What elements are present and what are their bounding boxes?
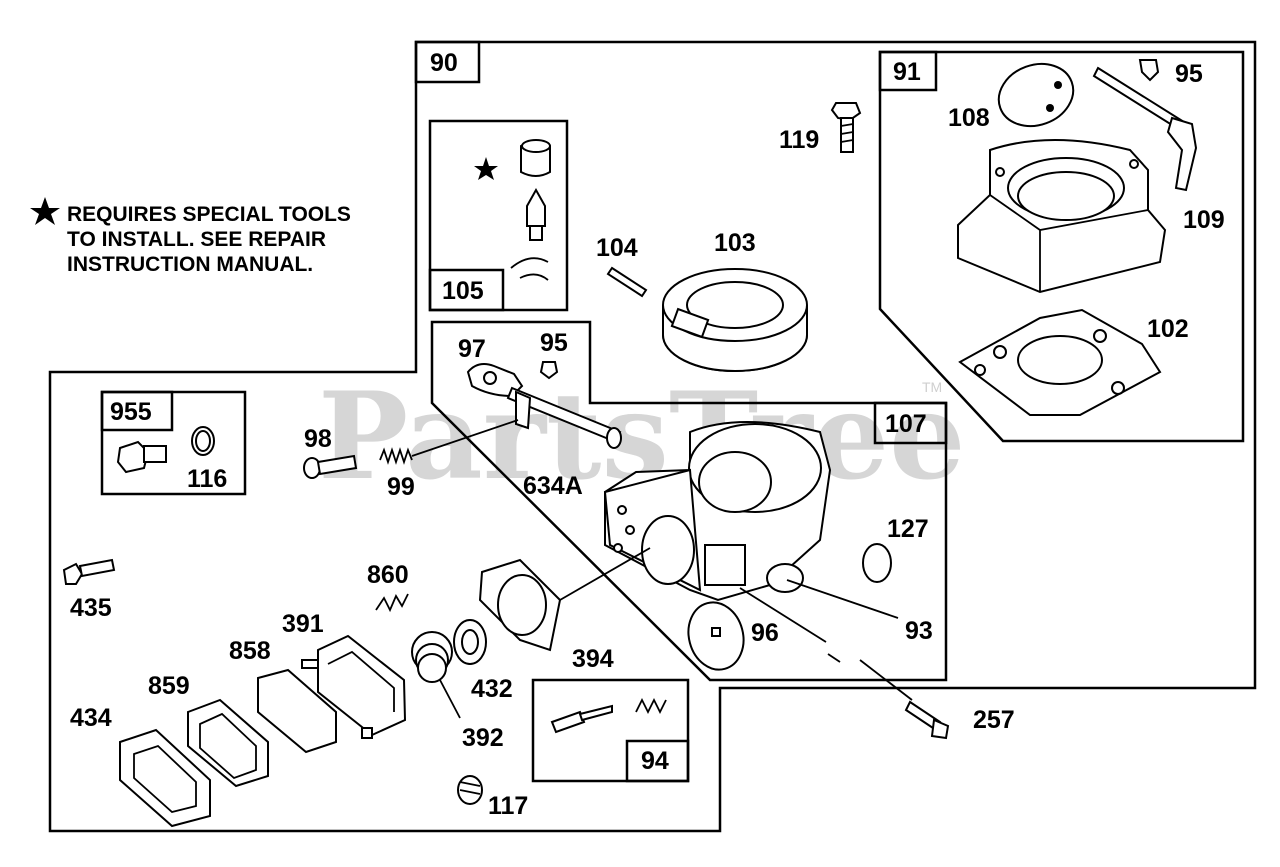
box-94-label: 94 <box>641 747 669 775</box>
gasket-102 <box>958 308 1162 416</box>
screw-257 <box>739 587 950 740</box>
carburetor-body-107 <box>603 421 832 602</box>
box-91 <box>878 50 938 92</box>
label-98: 98 <box>304 425 332 453</box>
star-icon <box>30 197 60 225</box>
choke-shaft-97 <box>466 361 622 449</box>
label-435: 435 <box>70 594 112 622</box>
star-icon <box>474 157 498 180</box>
label-117: 117 <box>488 792 528 820</box>
plug-117 <box>457 775 483 805</box>
spring-99 <box>379 419 519 465</box>
box-107-outline <box>430 320 948 682</box>
inlet-needle-seat <box>474 139 551 281</box>
box-91-label: 91 <box>893 58 921 86</box>
label-95-upper: 95 <box>1175 60 1203 88</box>
seal-432 <box>453 619 487 665</box>
needle-94 <box>550 697 667 734</box>
label-257: 257 <box>973 706 1015 734</box>
screw-435 <box>62 558 116 585</box>
box-90 <box>414 40 481 84</box>
leader-93 <box>786 579 899 619</box>
label-93: 93 <box>905 617 933 645</box>
box-91-outline <box>878 50 1245 443</box>
float-103 <box>662 268 808 372</box>
label-391: 391 <box>282 610 324 638</box>
spring-860 <box>375 593 409 613</box>
box-955-outline <box>100 390 247 496</box>
box-90-label: 90 <box>430 49 458 77</box>
cover-434 <box>119 728 211 828</box>
assembly-outline-90 <box>48 40 1257 833</box>
label-432: 432 <box>471 675 513 703</box>
pin-104 <box>606 266 648 298</box>
box-955-label: 955 <box>110 398 152 426</box>
label-119: 119 <box>779 126 819 154</box>
label-858: 858 <box>229 637 271 665</box>
label-97: 97 <box>458 335 486 363</box>
washer-116 <box>191 426 215 456</box>
watermark-tm: TM <box>922 379 942 395</box>
throttle-plate-108 <box>997 62 1075 128</box>
box-107-label: 107 <box>885 410 927 438</box>
gasket-859 <box>187 698 269 788</box>
box-94-outline <box>531 678 690 783</box>
label-109: 109 <box>1183 206 1225 234</box>
box-105 <box>428 268 505 312</box>
label-116: 116 <box>187 465 227 493</box>
note-line-3: INSTRUCTION MANUAL. <box>67 253 313 276</box>
label-108: 108 <box>948 104 990 132</box>
note-line-1: REQUIRES SPECIAL TOOLS <box>67 203 351 226</box>
box-955 <box>100 390 174 432</box>
label-634a: 634A <box>523 472 583 500</box>
special-tools-note: REQUIRES SPECIAL TOOLS TO INSTALL. SEE R… <box>30 197 351 276</box>
plate-96 <box>687 601 745 671</box>
gasket-394 <box>478 547 651 652</box>
idle-screw-98 <box>303 454 358 479</box>
label-392: 392 <box>462 724 504 752</box>
label-99: 99 <box>387 473 415 501</box>
diaphragm-858 <box>257 668 337 754</box>
welch-plug-127 <box>862 543 892 583</box>
label-102: 102 <box>1147 315 1189 343</box>
box-94 <box>625 739 690 783</box>
label-127: 127 <box>887 515 929 543</box>
screw-119 <box>830 102 862 153</box>
box-105-label: 105 <box>442 277 484 305</box>
label-95-lower: 95 <box>540 329 568 357</box>
label-394: 394 <box>572 645 614 673</box>
label-860: 860 <box>367 561 409 589</box>
cover-391 <box>301 634 407 739</box>
label-434: 434 <box>70 704 112 732</box>
upper-body-91 <box>957 139 1167 294</box>
throttle-shaft-109 <box>1092 59 1198 192</box>
spring-392 <box>411 631 461 719</box>
label-103: 103 <box>714 229 756 257</box>
note-line-2: TO INSTALL. SEE REPAIR <box>67 228 326 251</box>
box-107 <box>873 401 948 445</box>
screw-955 <box>116 440 167 474</box>
label-96: 96 <box>751 619 779 647</box>
label-859: 859 <box>148 672 190 700</box>
label-104: 104 <box>596 234 638 262</box>
